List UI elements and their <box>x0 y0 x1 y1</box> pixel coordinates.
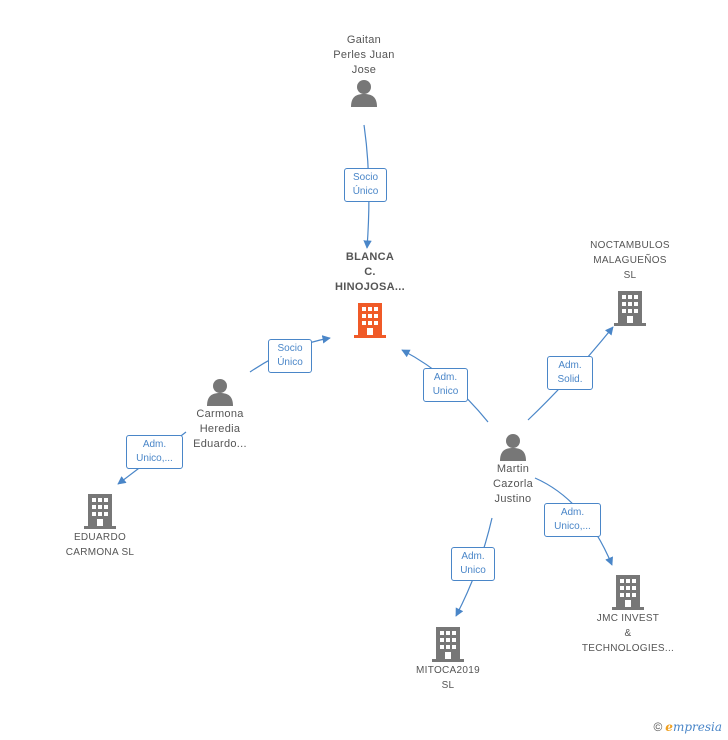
edge-label-gaitan-blanca[interactable]: Socio Único <box>344 168 387 202</box>
building-icon <box>84 494 116 529</box>
node-martin[interactable]: Martin Cazorla Justino <box>463 432 563 507</box>
building-icon <box>614 291 646 326</box>
edge-label-martin-jmc[interactable]: Adm. Unico,... <box>544 503 601 537</box>
node-label: NOCTAMBULOS MALAGUEÑOS SL <box>590 240 670 281</box>
edge-label-carmona-eduardo[interactable]: Adm. Unico,... <box>126 435 183 469</box>
edge-label-martin-noctambulos[interactable]: Adm. Solid. <box>547 356 593 390</box>
building-icon <box>432 627 464 662</box>
node-label: Gaitan Perles Juan Jose <box>333 34 395 76</box>
node-mitoca[interactable]: MITOCA2019 SL <box>398 625 498 693</box>
building-icon <box>612 575 644 610</box>
node-gaitan[interactable]: Gaitan Perles Juan Jose <box>314 33 414 108</box>
node-eduardo-sl[interactable]: EDUARDO CARMONA SL <box>45 492 155 560</box>
edge-label-martin-blanca[interactable]: Adm. Unico <box>423 368 468 402</box>
edge-label-martin-mitoca[interactable]: Adm. Unico <box>451 547 495 581</box>
node-label: EDUARDO CARMONA SL <box>65 532 135 558</box>
node-label: Martin Cazorla Justino <box>492 463 533 505</box>
brand-logo: empresia <box>665 720 722 734</box>
edge-label-text: Adm. Unico <box>460 551 486 576</box>
node-noctambulos[interactable]: NOCTAMBULOS MALAGUEÑOS SL <box>575 238 685 327</box>
copyright-symbol: © <box>653 720 663 734</box>
footer-brand: © empresia <box>653 720 722 734</box>
node-label: MITOCA2019 SL <box>416 665 480 691</box>
edge-label-text: Socio Único <box>277 343 303 368</box>
node-jmc[interactable]: JMC INVEST & TECHNOLOGIES... <box>568 573 688 656</box>
node-label: BLANCA C. HINOJOSA... <box>335 251 405 293</box>
edge-label-text: Adm. Unico,... <box>554 507 591 532</box>
node-blanca[interactable]: BLANCA C. HINOJOSA... <box>315 250 425 339</box>
edge-label-text: Adm. Unico <box>432 372 459 397</box>
building-icon <box>354 303 386 338</box>
node-carmona[interactable]: Carmona Heredia Eduardo... <box>170 377 270 452</box>
person-icon <box>500 434 526 461</box>
node-label: JMC INVEST & TECHNOLOGIES... <box>581 613 675 654</box>
node-label: Carmona Heredia Eduardo... <box>193 408 247 450</box>
edge-label-text: Adm. Unico,... <box>136 439 173 464</box>
person-icon <box>207 379 233 406</box>
person-icon <box>351 80 377 107</box>
edge-label-text: Adm. Solid. <box>557 360 583 385</box>
edge-label-text: Socio Único <box>352 172 379 197</box>
edge-label-carmona-blanca[interactable]: Socio Único <box>268 339 312 373</box>
